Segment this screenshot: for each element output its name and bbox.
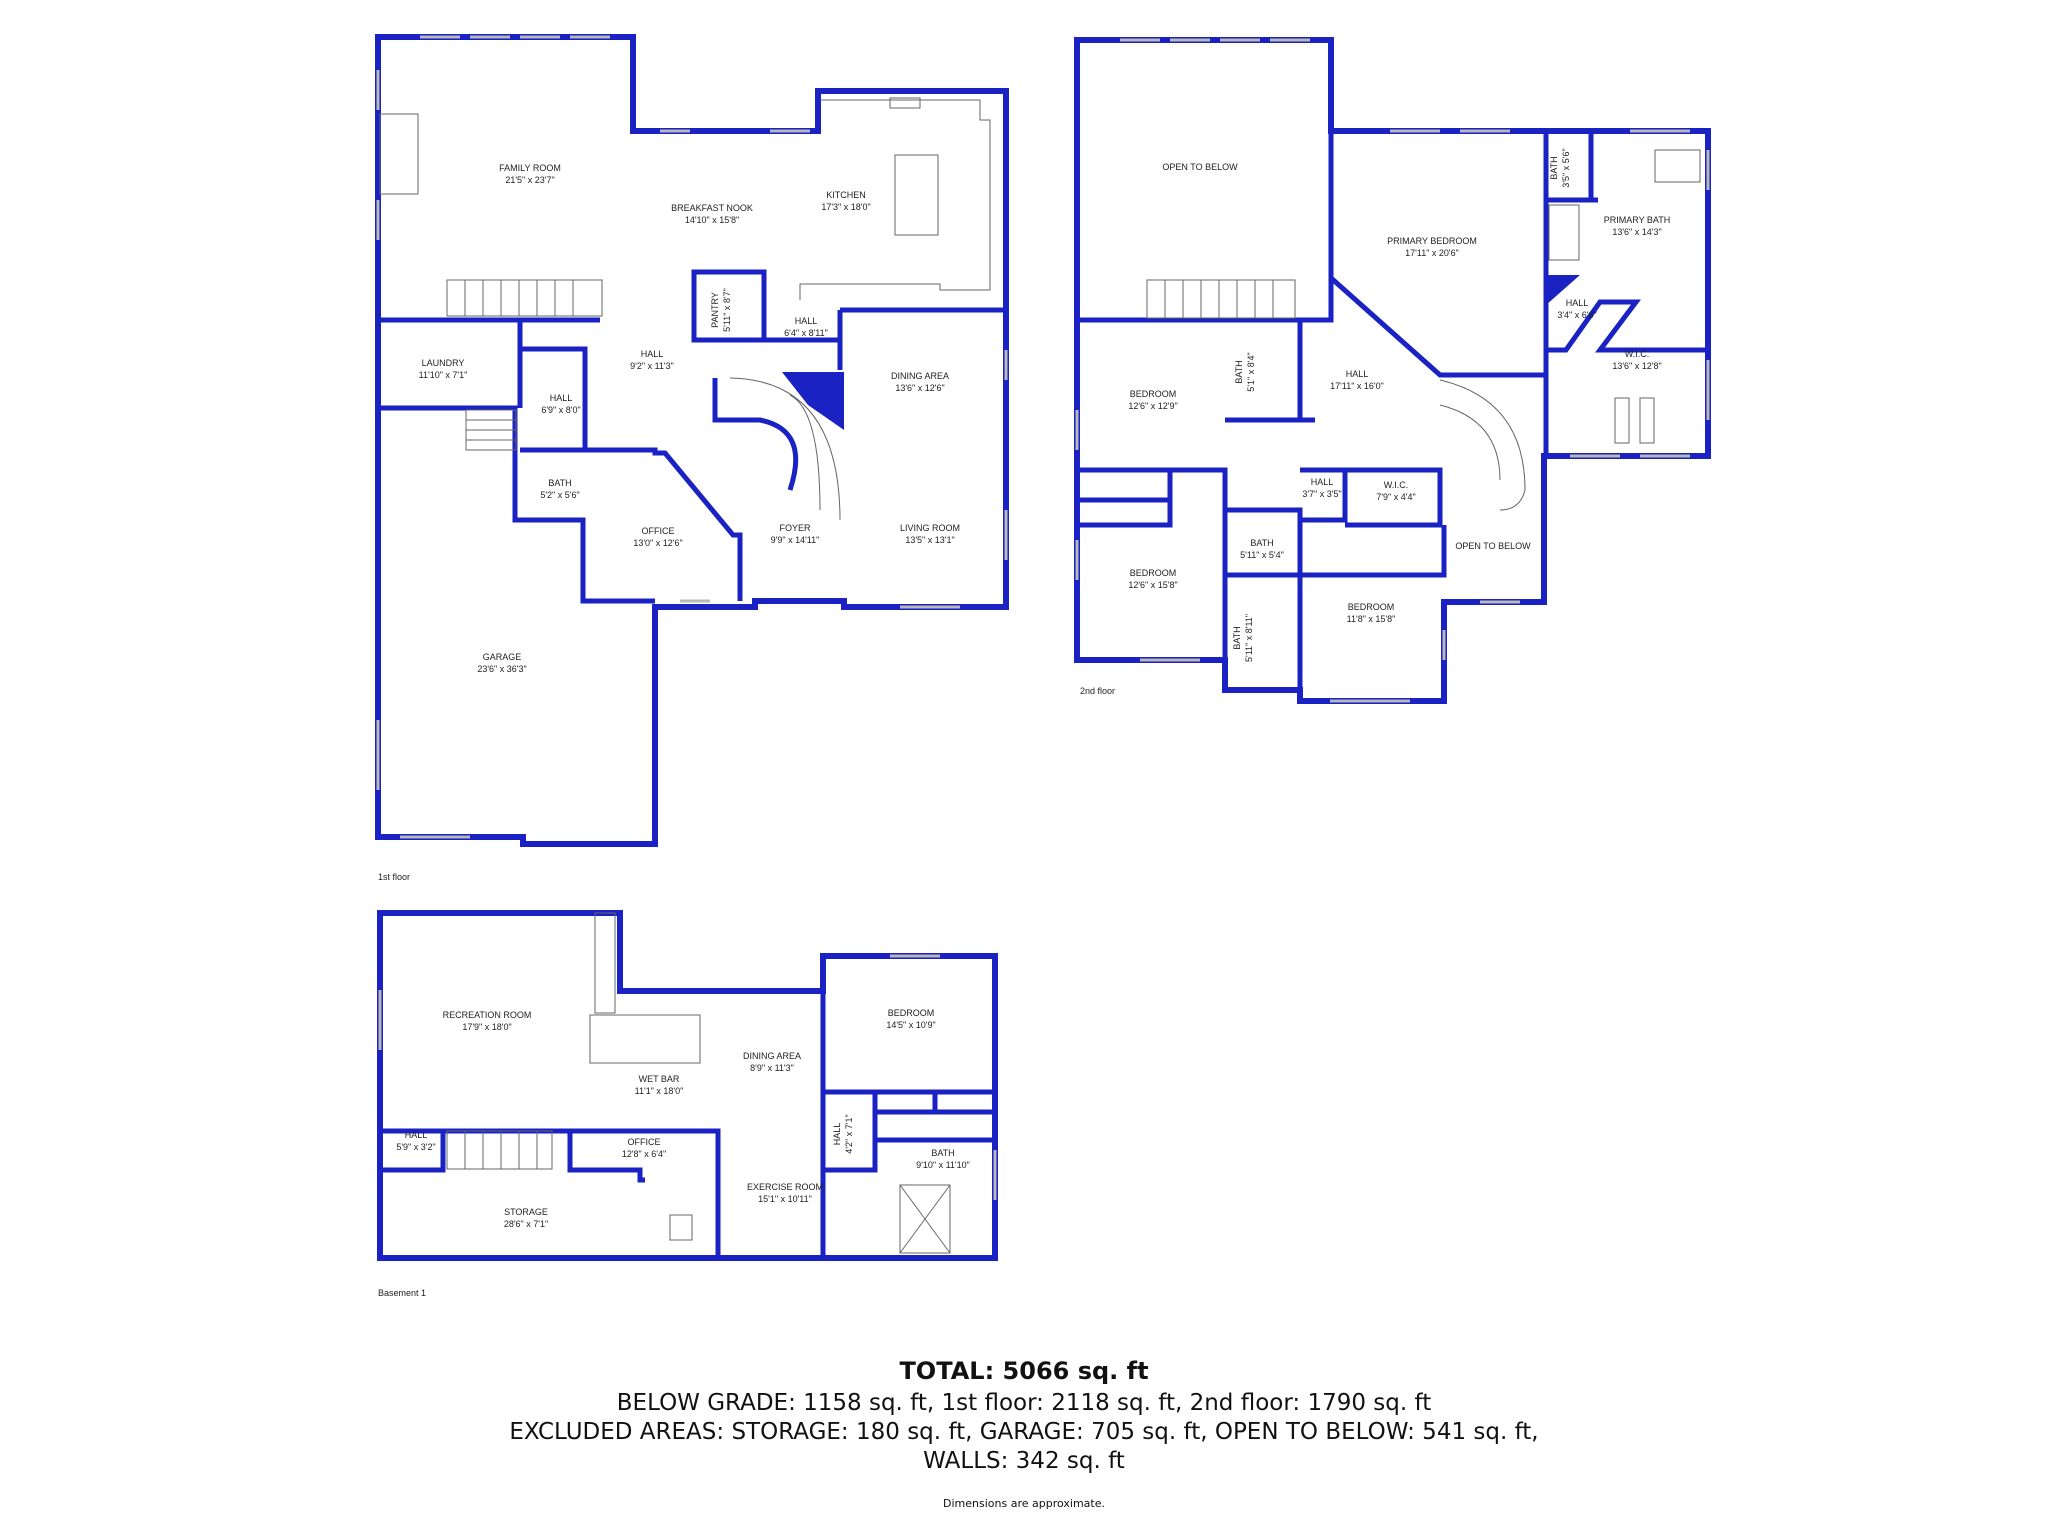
room-name: HALL — [1346, 369, 1369, 379]
room-name: BREAKFAST NOOK — [671, 203, 753, 213]
room-dims: 11'1" x 18'0" — [635, 1086, 684, 1096]
room-name: BEDROOM — [1348, 602, 1395, 612]
room-dims: 7'9" x 4'4" — [1376, 492, 1415, 502]
room-dims: 3'7" x 3'5" — [1302, 489, 1341, 499]
first-floor-room-labels: FAMILY ROOM 21'5" x 23'7" BREAKFAST NOOK… — [378, 163, 960, 882]
room-name: FOYER — [779, 523, 811, 533]
room-name: BATH — [1232, 626, 1242, 649]
room-dims: 11'10" x 7'1" — [419, 370, 468, 380]
room-dims: 13'6" x 12'8" — [1612, 361, 1661, 371]
room-dims: 6'4" x 8'11" — [784, 328, 828, 338]
room-dims: 5'1" x 8'4" — [1246, 352, 1256, 391]
room-dims: 13'6" x 12'6" — [895, 383, 944, 393]
room-name: HALL — [1311, 477, 1334, 487]
room-name: BATH — [1234, 360, 1244, 383]
room-dims: 14'10" x 15'8" — [685, 215, 739, 225]
room-name: HALL — [832, 1123, 842, 1146]
floor-label: 2nd floor — [1080, 686, 1115, 696]
first-floor-plan: FAMILY ROOM 21'5" x 23'7" BREAKFAST NOOK… — [375, 34, 1009, 882]
room-name: BATH — [1549, 156, 1559, 179]
room-name: W.I.C. — [1625, 349, 1650, 359]
room-name: DINING AREA — [743, 1051, 801, 1061]
room-name: STORAGE — [504, 1207, 548, 1217]
room-dims: 4'2" x 7'1" — [844, 1114, 854, 1153]
room-name: BEDROOM — [1130, 568, 1177, 578]
room-dims: 12'6" x 15'8" — [1128, 580, 1177, 590]
room-dims: 15'1" x 10'11" — [758, 1194, 812, 1204]
floor-label: 1st floor — [378, 872, 410, 882]
room-name: LIVING ROOM — [900, 523, 960, 533]
room-dims: 13'6" x 14'3" — [1612, 227, 1661, 237]
room-name: OPEN TO BELOW — [1162, 162, 1238, 172]
room-dims: 17'3" x 18'0" — [821, 202, 870, 212]
room-dims: 21'5" x 23'7" — [505, 175, 554, 185]
room-name: GARAGE — [483, 652, 522, 662]
room-dims: 23'6" x 36'3" — [477, 664, 526, 674]
room-dims: 17'9" x 18'0" — [462, 1022, 511, 1032]
basement-plan: RECREATION ROOM 17'9" x 18'0" WET BAR 11… — [377, 910, 998, 1298]
room-dims: 13'0" x 12'6" — [633, 538, 682, 548]
room-name: HALL — [641, 349, 664, 359]
room-dims: 12'8" x 6'4" — [622, 1149, 666, 1159]
room-dims: 28'6" x 7'1" — [504, 1219, 548, 1229]
room-name: BEDROOM — [1130, 389, 1177, 399]
room-name: OFFICE — [628, 1137, 661, 1147]
room-dims: 8'9" x 11'3" — [750, 1063, 794, 1073]
room-dims: 5'11" x 8'11" — [1244, 614, 1254, 662]
disclaimer-note: Dimensions are approximate. — [943, 1497, 1105, 1510]
room-name: BATH — [548, 478, 571, 488]
room-name: RECREATION ROOM — [443, 1010, 532, 1020]
room-dims: 17'11" x 16'0" — [1330, 381, 1384, 391]
room-name: OPEN TO BELOW — [1455, 541, 1531, 551]
room-dims: 5'9" x 3'2" — [396, 1142, 435, 1152]
room-dims: 17'11" x 20'6" — [1405, 248, 1459, 258]
room-dims: 5'11" x 8'7" — [722, 288, 732, 332]
area-breakdown: BELOW GRADE: 1158 sq. ft, 1st floor: 211… — [616, 1390, 1432, 1416]
room-name: WET BAR — [639, 1074, 680, 1084]
room-name: PRIMARY BATH — [1604, 215, 1671, 225]
room-dims: 12'6" x 12'9" — [1128, 401, 1177, 411]
room-dims: 13'5" x 13'1" — [905, 535, 954, 545]
floor-label: Basement 1 — [378, 1288, 426, 1298]
excluded-areas: EXCLUDED AREAS: STORAGE: 180 sq. ft, GAR… — [509, 1419, 1539, 1445]
room-name: PRIMARY BEDROOM — [1387, 236, 1477, 246]
room-dims: 9'2" x 11'3" — [630, 361, 674, 371]
room-name: PANTRY — [710, 292, 720, 328]
room-name: BATH — [1250, 538, 1273, 548]
room-name: FAMILY ROOM — [499, 163, 561, 173]
room-dims: 3'5" x 5'6" — [1561, 148, 1571, 187]
room-dims: 11'8" x 15'8" — [1347, 614, 1396, 624]
room-name: HALL — [795, 316, 818, 326]
room-dims: 3'4" x 6'6" — [1557, 310, 1596, 320]
second-floor-plan: OPEN TO BELOW PRIMARY BEDROOM 17'11" x 2… — [1074, 37, 1711, 704]
second-floor-room-labels: OPEN TO BELOW PRIMARY BEDROOM 17'11" x 2… — [1080, 148, 1670, 696]
room-dims: 6'9" x 8'0" — [541, 405, 580, 415]
total-area: TOTAL: 5066 sq. ft — [899, 1357, 1149, 1385]
room-name: KITCHEN — [826, 190, 866, 200]
room-dims: 9'10" x 11'10" — [916, 1160, 970, 1170]
room-name: LAUNDRY — [422, 358, 465, 368]
room-dims: 14'5" x 10'9" — [886, 1020, 935, 1030]
room-name: HALL — [550, 393, 573, 403]
room-name: HALL — [1566, 298, 1589, 308]
room-dims: 9'9" x 14'11" — [771, 535, 820, 545]
room-dims: 5'11" x 5'4" — [1240, 550, 1284, 560]
walls-area: WALLS: 342 sq. ft — [923, 1448, 1125, 1474]
room-name: OFFICE — [642, 526, 675, 536]
room-name: EXERCISE ROOM — [747, 1182, 823, 1192]
room-name: BEDROOM — [888, 1008, 935, 1018]
basement-room-labels: RECREATION ROOM 17'9" x 18'0" WET BAR 11… — [378, 1008, 970, 1298]
room-dims: 5'2" x 5'6" — [540, 490, 579, 500]
room-name: DINING AREA — [891, 371, 949, 381]
room-name: BATH — [931, 1148, 954, 1158]
room-name: W.I.C. — [1384, 480, 1409, 490]
room-name: HALL — [405, 1130, 428, 1140]
